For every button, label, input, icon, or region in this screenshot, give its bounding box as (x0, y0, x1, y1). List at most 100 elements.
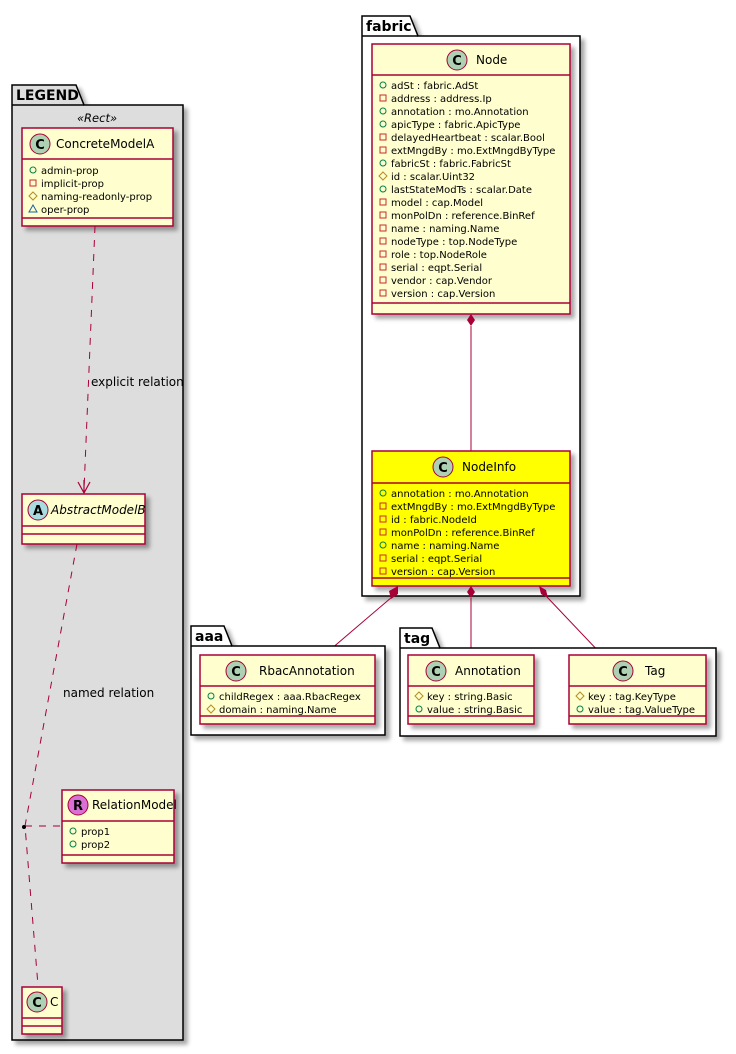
attribute-text: version : cap.Version (391, 289, 495, 300)
class-type-letter: C (452, 54, 462, 69)
attribute-text: key : string.Basic (427, 692, 513, 703)
attribute-text: serial : eqpt.Serial (391, 554, 482, 565)
class-name: Annotation (455, 664, 521, 678)
class-type-letter: C (431, 665, 441, 680)
attribute-text: adSt : fabric.AdSt (391, 81, 478, 92)
attribute-text: childRegex : aaa.RbacRegex (219, 692, 361, 703)
relation-nodeinfo-annotation (467, 586, 475, 655)
attribute-text: serial : eqpt.Serial (391, 263, 482, 274)
package-fabric-name: fabric (366, 19, 412, 35)
public-visibility-icon (415, 705, 423, 713)
class-type-letter: C (32, 996, 42, 1011)
relation-label: named relation (63, 686, 154, 700)
attribute-text: naming-readonly-prop (41, 192, 152, 203)
private-visibility-icon (379, 289, 387, 297)
relation-node-nodeinfo (467, 314, 475, 451)
private-visibility-icon (379, 554, 387, 562)
class-name: Tag (644, 664, 665, 678)
private-visibility-icon (379, 198, 387, 206)
protected-visibility-icon (575, 691, 585, 701)
public-visibility-icon (576, 705, 584, 713)
class-abstract-model-b[interactable]: A AbstractModelB (21, 493, 146, 545)
protected-visibility-icon (414, 691, 424, 701)
attribute-text: implicit-prop (41, 179, 104, 190)
composition-diamond-icon (539, 586, 548, 598)
composition-diamond-icon (389, 586, 398, 599)
relation-nodeinfo-tag (539, 586, 603, 656)
class-type-letter: C (438, 461, 448, 476)
attribute-text: delayedHeartbeat : scalar.Bool (391, 133, 545, 144)
class-node-info[interactable]: C NodeInfo annotation : mo.Annotation ext… (371, 450, 571, 587)
attr-list: prop1 prop2 (69, 827, 110, 851)
package-legend-name: LEGEND (16, 88, 79, 104)
arrowhead-icon (77, 480, 91, 495)
class-c[interactable]: C C (21, 986, 63, 1035)
public-visibility-icon (379, 81, 387, 89)
attribute-text: annotation : mo.Annotation (391, 489, 529, 500)
attribute-text: oper-prop (41, 205, 89, 216)
private-visibility-icon (379, 502, 387, 510)
private-visibility-icon (379, 276, 387, 284)
attribute-text: address : address.Ip (391, 94, 492, 105)
abstract-type-icon (27, 499, 49, 521)
class-type-letter: C (618, 665, 628, 680)
relation-type-icon (67, 794, 89, 816)
attribute-text: value : string.Basic (427, 705, 522, 716)
private-visibility-icon (379, 515, 387, 523)
private-visibility-icon (379, 224, 387, 232)
relation-junction (22, 825, 26, 829)
class-name: ConcreteModelA (56, 137, 155, 151)
class-type-icon (446, 49, 468, 71)
class-name: RbacAnnotation (259, 664, 355, 678)
attr-list: admin-prop implicit-prop naming-readonly-p… (28, 166, 152, 216)
attribute-text: version : cap.Version (391, 567, 495, 578)
attribute-text: monPolDn : reference.BinRef (391, 211, 535, 222)
private-visibility-icon (379, 567, 387, 575)
class-concrete-model-a[interactable]: C ConcreteModelA admin-prop implicit-prop… (21, 127, 174, 227)
private-visibility-icon (379, 146, 387, 154)
attr-list: annotation : mo.Annotation extMngdBy : mo… (379, 489, 555, 578)
public-visibility-icon (379, 159, 387, 167)
attr-list: adSt : fabric.AdSt address : address.Ip an… (378, 81, 555, 300)
attribute-text: role : top.NodeRole (391, 250, 487, 261)
protected-visibility-icon (28, 191, 38, 201)
public-visibility-icon (379, 120, 387, 128)
attribute-text: prop2 (81, 840, 110, 851)
protected-visibility-icon (378, 171, 388, 181)
attribute-text: prop1 (81, 827, 110, 838)
attribute-text: admin-prop (41, 166, 99, 177)
class-name: C (50, 995, 58, 1009)
attribute-text: name : naming.Name (391, 224, 499, 235)
attribute-text: lastStateModTs : scalar.Date (391, 185, 532, 196)
private-visibility-icon (379, 250, 387, 258)
attribute-text: fabricSt : fabric.FabricSt (391, 159, 511, 170)
class-type-letter: R (73, 799, 83, 814)
public-visibility-icon (69, 840, 77, 848)
class-type-icon (612, 660, 634, 682)
public-visibility-icon (69, 827, 77, 835)
class-type-letter: C (231, 665, 241, 680)
composition-diamond-icon (467, 314, 475, 326)
attribute-text: annotation : mo.Annotation (391, 107, 529, 118)
attribute-text: extMngdBy : mo.ExtMngdByType (391, 502, 555, 513)
package-legend: LEGEND «Rect» (11, 84, 184, 1041)
class-name: NodeInfo (462, 460, 516, 474)
relation-label: explicit relation (91, 375, 184, 389)
attribute-text: value : tag.ValueType (588, 705, 695, 716)
class-name: AbstractModelB (50, 503, 146, 517)
class-type-icon (29, 133, 51, 155)
class-type-icon (225, 660, 247, 682)
package-aaa-name: aaa (195, 629, 223, 645)
protected-visibility-icon (206, 704, 216, 714)
class-annotation[interactable]: C Annotation key : string.Basic value : s… (407, 654, 535, 725)
class-type-icon (432, 456, 454, 478)
attr-list: key : string.Basic value : string.Basic (414, 691, 522, 716)
class-rbac-annotation[interactable]: C RbacAnnotation childRegex : aaa.RbacRe… (199, 654, 376, 725)
private-visibility-icon (379, 528, 387, 536)
class-type-letter: C (35, 138, 45, 153)
class-type-icon (425, 660, 447, 682)
